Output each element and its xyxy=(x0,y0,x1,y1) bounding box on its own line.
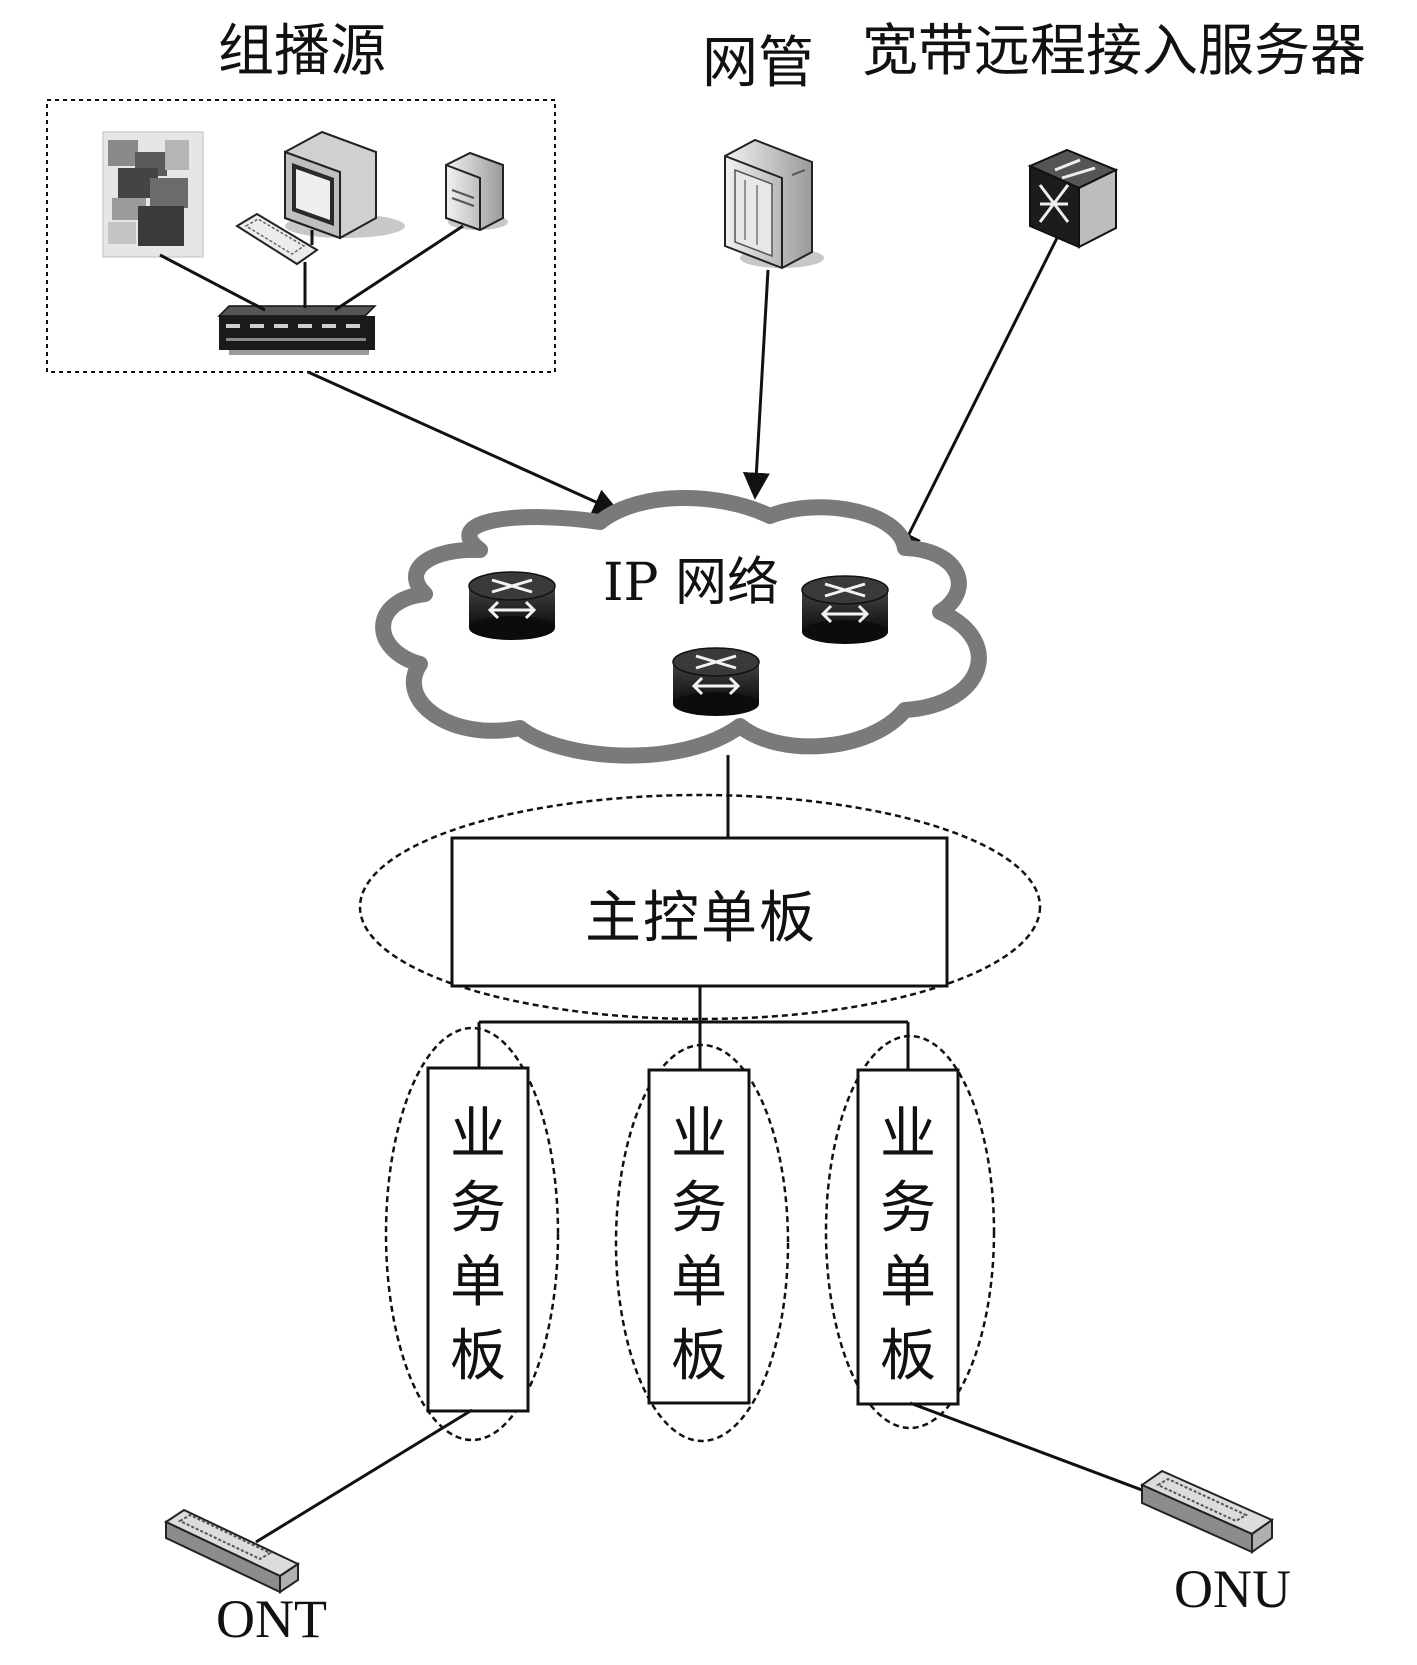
network-mgmt-server-icon xyxy=(724,138,824,270)
satellite-dish-icon xyxy=(102,131,204,258)
service-board-group-3 xyxy=(824,1034,996,1430)
link-board1-to-ont xyxy=(255,1408,473,1544)
main-board-box xyxy=(450,836,949,988)
desktop-computer-icon xyxy=(284,130,405,240)
encoder-switch-icon xyxy=(217,305,377,355)
ip-network-label: IP 网络 xyxy=(603,553,780,613)
network-mgmt-label: 网管 xyxy=(702,31,814,96)
link-board3-to-onu xyxy=(909,1401,1159,1498)
ip-network-cloud xyxy=(375,490,987,764)
service-board-group-1 xyxy=(384,1026,560,1442)
ont-device-icon xyxy=(163,1508,301,1594)
service-board-label: 业务单板 xyxy=(450,1102,506,1389)
ont-label: ONT xyxy=(216,1589,327,1649)
service-board-group-2 xyxy=(614,1043,790,1443)
uplink-arrows xyxy=(307,235,1060,559)
main-board-label: 主控单板 xyxy=(585,886,817,951)
backplane-bus xyxy=(477,986,910,1070)
tower-server-icon xyxy=(445,151,508,232)
multicast-source-group xyxy=(46,99,556,373)
service-board-label: 业务单板 xyxy=(880,1102,936,1389)
multicast-source-label: 组播源 xyxy=(218,19,386,84)
arrow-mgmt-to-ip xyxy=(742,269,770,500)
bras-label: 宽带远程接入服务器 xyxy=(862,19,1366,84)
onu-label: ONU xyxy=(1174,1559,1291,1619)
main-board-group xyxy=(358,793,1042,1021)
router-icon xyxy=(672,647,760,716)
arrow-multicast-to-ip xyxy=(307,370,621,515)
onu-device-icon xyxy=(1139,1469,1275,1554)
multicast-source-links xyxy=(159,224,464,312)
router-icon xyxy=(801,575,889,644)
bras-switch-icon xyxy=(1027,148,1119,249)
service-board-label: 业务单板 xyxy=(671,1102,727,1389)
arrow-bras-to-ip xyxy=(896,235,1060,559)
router-icon xyxy=(468,571,556,640)
keyboard-icon xyxy=(235,212,319,266)
